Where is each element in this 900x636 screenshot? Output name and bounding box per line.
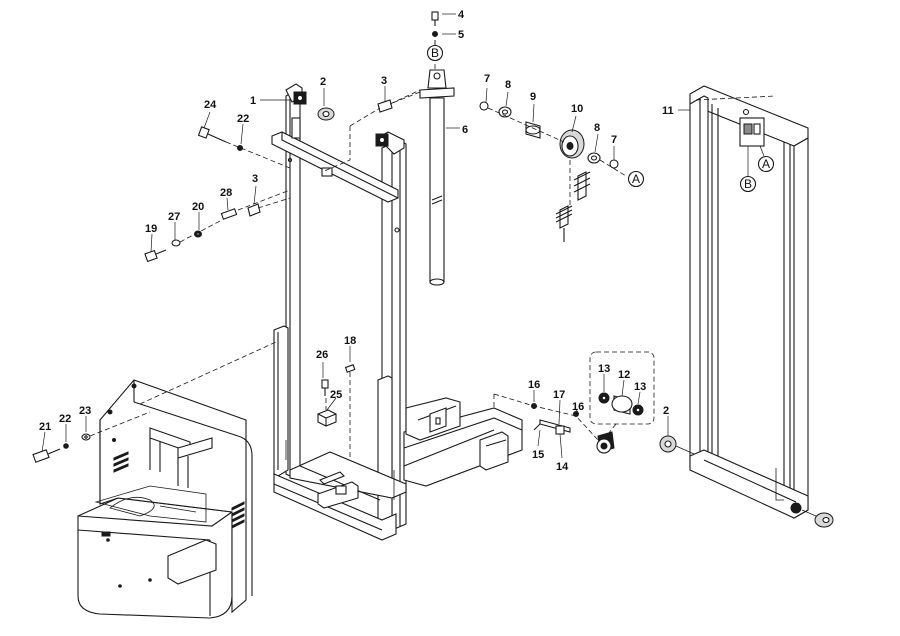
bracket-3-upper bbox=[321, 89, 421, 173]
callout-13: 13 bbox=[598, 363, 610, 375]
callout-16: 16 bbox=[528, 379, 540, 391]
pulley-group bbox=[479, 101, 627, 242]
chain-pieces bbox=[555, 160, 591, 242]
leader-lines bbox=[41, 13, 690, 459]
callout-3: 3 bbox=[381, 75, 387, 87]
callout-7: 7 bbox=[484, 73, 490, 85]
callout-2: 2 bbox=[320, 76, 326, 88]
callout-7-right: 7 bbox=[611, 134, 617, 146]
callout-8: 8 bbox=[505, 79, 511, 91]
callout-26: 26 bbox=[316, 349, 328, 361]
ref-a-frame: A bbox=[762, 157, 770, 171]
callout-4: 4 bbox=[458, 9, 465, 21]
bushing-2-upper bbox=[293, 91, 389, 147]
callout-14: 14 bbox=[556, 461, 569, 473]
callout-13-right: 13 bbox=[634, 381, 646, 393]
ref-b-top: B bbox=[431, 46, 439, 60]
reference-markers: B A A B bbox=[426, 40, 775, 193]
callout-10: 10 bbox=[571, 103, 583, 115]
callout-6: 6 bbox=[462, 124, 468, 136]
callout-1: 1 bbox=[250, 95, 256, 107]
ref-b-frame: B bbox=[744, 177, 752, 191]
callout-22-left: 22 bbox=[59, 413, 71, 425]
ref-a-pulley: A bbox=[632, 172, 640, 186]
callout-2-right: 2 bbox=[663, 405, 669, 417]
callout-27: 27 bbox=[168, 211, 180, 223]
callout-24: 24 bbox=[204, 99, 217, 111]
bolt-24 bbox=[197, 126, 291, 169]
bolt-19-group bbox=[144, 219, 223, 263]
block-25-group bbox=[317, 364, 356, 460]
callout-23: 23 bbox=[79, 405, 91, 417]
right-frame-11 bbox=[689, 85, 809, 519]
mast-frame bbox=[271, 83, 523, 541]
callout-25: 25 bbox=[330, 389, 342, 401]
cylinder-6 bbox=[389, 11, 455, 286]
callout-19: 19 bbox=[145, 223, 157, 235]
callout-8-right: 8 bbox=[594, 122, 600, 134]
callout-12: 12 bbox=[618, 369, 630, 381]
callout-20: 20 bbox=[192, 201, 204, 213]
fastener-21-group bbox=[32, 341, 277, 463]
callout-9: 9 bbox=[530, 91, 536, 103]
callout-17: 17 bbox=[553, 389, 565, 401]
callout-5: 5 bbox=[458, 29, 464, 41]
roller-assembly bbox=[493, 351, 655, 454]
callout-11: 11 bbox=[662, 105, 674, 117]
callout-21: 21 bbox=[39, 421, 51, 433]
callout-22: 22 bbox=[237, 113, 249, 125]
callout-16-right: 16 bbox=[572, 401, 584, 413]
base-housing bbox=[77, 379, 253, 619]
callout-18: 18 bbox=[344, 335, 356, 347]
callout-28: 28 bbox=[220, 187, 232, 199]
callout-numbers: 1 2 3 4 5 6 7 8 9 10 8 7 11 24 22 28 3 2… bbox=[39, 9, 674, 473]
callout-3-lower: 3 bbox=[252, 173, 258, 185]
callout-15: 15 bbox=[532, 449, 544, 461]
bushing-2-right bbox=[659, 435, 834, 528]
pin-28-group bbox=[220, 189, 291, 220]
